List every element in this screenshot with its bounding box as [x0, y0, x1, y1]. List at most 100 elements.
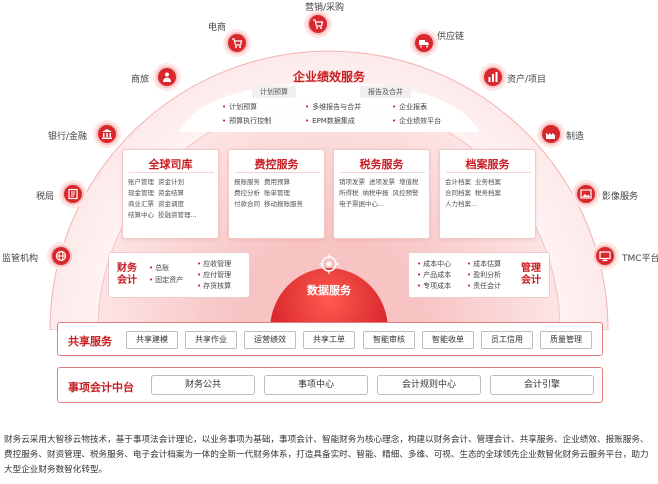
node-label-zhizao: 制造: [566, 132, 585, 142]
bar-chart-icon: [488, 72, 498, 82]
performance-item: 预算执行控制: [222, 116, 271, 126]
card-item: 商业汇票: [128, 200, 154, 208]
shared-chip[interactable]: 共享工单: [303, 331, 355, 349]
card-item: 销项发票: [339, 178, 365, 186]
truck-icon: [419, 40, 429, 48]
card-item: 费控分析: [234, 189, 260, 197]
node-shuiju: [62, 183, 84, 205]
image-icon: [580, 189, 592, 199]
shared-chip[interactable]: 共享建模: [126, 331, 178, 349]
shared-chip[interactable]: 运营绩效: [244, 331, 296, 349]
accounting-chip[interactable]: 会计规则中心: [377, 375, 481, 395]
accounting-chip[interactable]: 事项中心: [264, 375, 368, 395]
performance-tag-right: 报告及合并: [360, 86, 411, 98]
node-label-shanglv: 商旅: [131, 75, 150, 85]
node-zhizao: [540, 123, 562, 145]
management-item: 成本中心: [417, 259, 451, 269]
node-label-yingxiang: 影像服务: [602, 192, 639, 202]
node-jianguan: [50, 245, 72, 267]
shared-chip[interactable]: 共享作业: [185, 331, 237, 349]
management-item: 成本估算: [467, 259, 501, 269]
management-item: 责任会计: [467, 281, 501, 291]
bank-icon: [102, 129, 112, 139]
card-item: 会计档案: [445, 178, 471, 186]
card-item: 纳税申报: [362, 189, 389, 197]
card-item: 投融资管理...: [158, 211, 197, 219]
finance-item: 应收管理: [197, 259, 231, 269]
card-item: 付款合同: [234, 200, 260, 208]
finance-item: 总账: [149, 263, 169, 273]
card-item: 所得税: [339, 189, 359, 197]
shared-chip[interactable]: 员工信用: [481, 331, 533, 349]
node-label-zichan: 资产/项目: [507, 75, 547, 85]
card-item: 资金调度: [158, 200, 184, 208]
arc-background: [49, 50, 609, 330]
card-treasury[interactable]: 全球司库 账户管理 资金计划 现金管理 资金结算 商业汇票 资金调度 结算中心 …: [122, 149, 219, 239]
management-accounting-title: 管理会计: [521, 263, 541, 286]
card-item: 结算中心: [128, 211, 154, 219]
globe-icon: [55, 250, 67, 262]
card-item: 移动报账服务: [264, 200, 303, 208]
node-label-shuiju: 税局: [36, 192, 55, 202]
accounting-chip[interactable]: 会计引擎: [490, 375, 594, 395]
performance-item: 企业报表: [392, 102, 427, 112]
card-tax[interactable]: 税务服务 销项发票 进项发票 增值税 所得税 纳税申报 风控预警 电子票据中心.…: [333, 149, 430, 239]
factory-icon: [546, 133, 555, 139]
card-item: 报账服务: [234, 178, 260, 186]
performance-item: 多维报告与合并: [305, 102, 361, 112]
card-item: 业务档案: [475, 178, 501, 186]
finance-item: 应付管理: [197, 270, 231, 280]
data-core-icon-dot: [326, 261, 332, 267]
performance-item: EPM数据集成: [305, 116, 355, 126]
shared-chip[interactable]: 智能审核: [363, 331, 415, 349]
shared-services-title: 共享服务: [68, 335, 112, 348]
shared-chip[interactable]: 智能收单: [422, 331, 474, 349]
node-tmc: [594, 245, 616, 267]
card-item: 账单管理: [264, 189, 290, 197]
node-label-yingxiao: 营销/采购: [305, 3, 345, 13]
card-expense[interactable]: 费控服务 报账服务 费用预算 费控分析 账单管理 付款合同 移动报账服务: [228, 149, 325, 239]
card-item: 账户管理: [128, 178, 154, 186]
monitor-icon: [599, 251, 611, 262]
management-item: 盈利分析: [467, 270, 501, 280]
card-item: 资金结算: [158, 189, 184, 197]
card-archive[interactable]: 档案服务 会计档案 业务档案 合同档案 税务档案 人力档案...: [439, 149, 536, 239]
shopping-cart-icon: [232, 38, 243, 48]
accounting-center-title: 事项会计中台: [68, 381, 134, 394]
management-accounting-box[interactable]: 成本中心 成本估算 产品成本 盈利分析 专项成本 责任会计 管理会计: [408, 252, 550, 298]
card-item: 现金管理: [128, 189, 154, 197]
node-yingxiang: [575, 183, 597, 205]
finance-accounting-box[interactable]: 财务会计 总账 固定资产 应收管理 应付管理 存货核算: [108, 252, 250, 298]
card-item: 风控预警: [392, 189, 419, 197]
data-core: [270, 268, 388, 330]
card-item: 费用预算: [264, 178, 290, 186]
node-gongyinglian: [413, 32, 435, 54]
node-label-gongyinglian: 供应链: [437, 32, 465, 42]
card-title: 全球司库: [148, 158, 193, 171]
node-dianshang: [226, 32, 248, 54]
performance-title: 企业绩效服务: [292, 70, 365, 84]
node-label-yinhang: 银行/金融: [48, 132, 88, 142]
finance-item: 固定资产: [149, 275, 183, 285]
finance-accounting-title: 财务会计: [117, 263, 137, 286]
accounting-chip[interactable]: 财务公共: [151, 375, 255, 395]
node-yinhang: [96, 123, 118, 145]
node-yingxiao: [307, 13, 329, 35]
node-label-dianshang: 电商: [208, 23, 227, 33]
card-title: 税务服务: [359, 158, 404, 171]
performance-item: 计划预算: [222, 102, 257, 112]
data-service-title: 数据服务: [307, 284, 351, 297]
card-title: 费控服务: [254, 158, 299, 171]
card-title: 档案服务: [465, 158, 510, 171]
shared-services-bar: 共享服务 共享建模 共享作业 运营绩效 共享工单 智能审核 智能收单 员工信用 …: [57, 322, 603, 356]
caption-paragraph: 财务云采用大智移云物技术，基于事项法会计理论，以业务事项为基础，事项会计、智能财…: [4, 435, 649, 475]
performance-tag-left: 计划预算: [252, 86, 296, 98]
accounting-center-bar: 事项会计中台 财务公共 事项中心 会计规则中心 会计引擎: [57, 367, 603, 403]
card-item: 进项发票: [369, 178, 395, 186]
shared-chip[interactable]: 质量管理: [540, 331, 592, 349]
card-item: 合同档案: [445, 189, 471, 197]
cart-icon: [313, 19, 324, 29]
node-label-jianguan: 监管机构: [2, 254, 39, 264]
node-shanglv: [156, 66, 178, 88]
card-item: 税务档案: [475, 189, 501, 197]
